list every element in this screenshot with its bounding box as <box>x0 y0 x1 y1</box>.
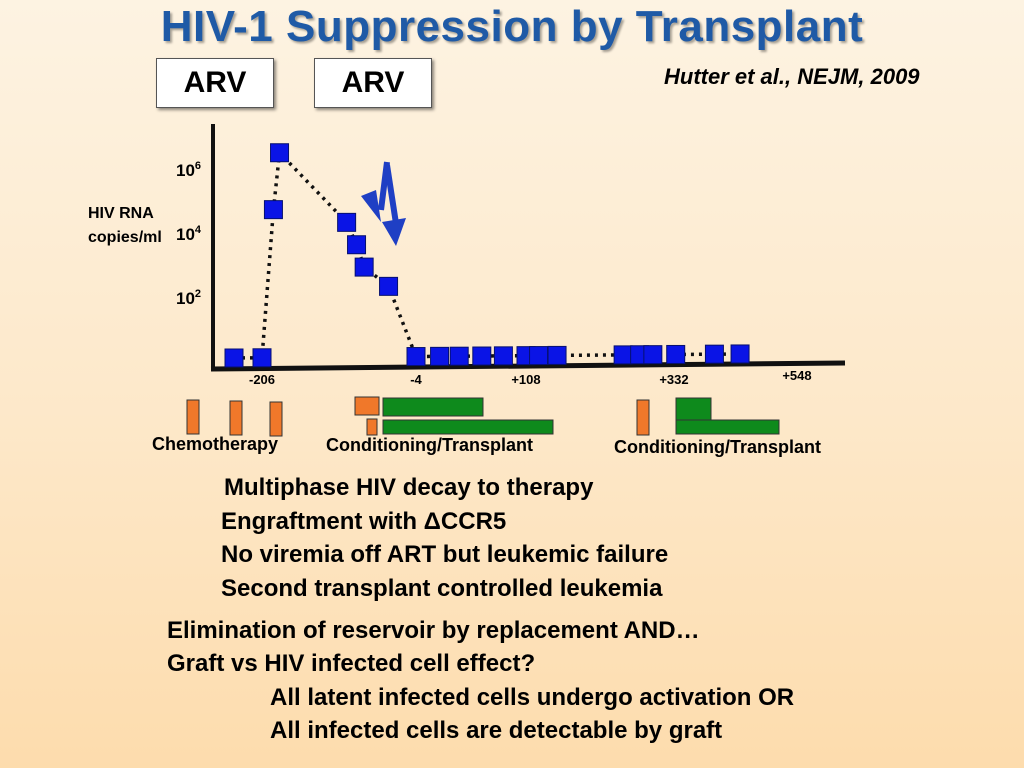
data-point <box>270 143 290 163</box>
chemo-block <box>229 400 243 436</box>
chemo-block <box>186 399 200 435</box>
data-point <box>354 257 374 277</box>
slide-title: HIV-1 Suppression by Transplant <box>160 2 864 51</box>
data-point <box>263 200 283 220</box>
transplant-block <box>675 419 780 435</box>
y-tick-label-4: 104 <box>176 224 202 244</box>
x-tick-label-p548: +548 <box>782 368 811 383</box>
chemo-block <box>354 396 380 416</box>
data-point <box>493 346 513 366</box>
note-6: Graft vs HIV infected cell effect? <box>167 650 536 677</box>
note-5: Elimination of reservoir by replacement … <box>167 617 700 644</box>
arrow-up-head <box>361 190 381 222</box>
data-point <box>529 346 549 366</box>
data-point <box>730 344 750 364</box>
x-tick-label-p108: +108 <box>511 372 540 387</box>
arrow-down-shaft <box>384 164 400 231</box>
data-point <box>430 346 450 366</box>
transplant-block <box>382 419 554 435</box>
x-tick-label-p332: +332 <box>659 372 688 387</box>
arv-box-1: ARV <box>156 58 274 108</box>
data-point <box>643 345 663 365</box>
data-point <box>347 235 367 255</box>
chemotherapy-label: Chemotherapy <box>152 434 278 454</box>
note-8: All infected cells are detectable by gra… <box>270 717 723 744</box>
y-tick-label-2: 102 <box>176 288 201 308</box>
arv-box-2: ARV <box>314 58 432 108</box>
transplant-block <box>675 397 712 421</box>
data-point <box>224 348 244 368</box>
chemo-block <box>366 418 378 436</box>
data-point <box>472 346 492 366</box>
conditioning-label-2: Conditioning/Transplant <box>614 437 821 457</box>
chemo-block <box>269 401 283 437</box>
note-7: All latent infected cells undergo activa… <box>270 684 795 711</box>
chemo-block <box>636 399 650 436</box>
data-point <box>379 276 399 296</box>
data-point <box>666 344 686 364</box>
x-tick-label-m4: -4 <box>410 372 422 387</box>
data-point <box>704 344 724 364</box>
data-point <box>337 212 357 232</box>
data-point <box>547 345 567 365</box>
note-2: Engraftment with ΔCCR5 <box>221 508 507 535</box>
note-3: No viremia off ART but leukemic failure <box>221 541 669 568</box>
arrow-down-head <box>382 218 406 246</box>
note-1: Multiphase HIV decay to therapy <box>224 474 594 501</box>
series-line <box>233 148 741 360</box>
arv-label-1: ARV <box>183 66 247 99</box>
y-tick-label-6: 106 <box>176 160 201 180</box>
x-axis <box>210 360 846 372</box>
data-point <box>252 348 272 368</box>
data-point <box>613 345 633 365</box>
data-point <box>406 347 426 367</box>
data-point <box>449 346 469 366</box>
conditioning-label-1: Conditioning/Transplant <box>326 435 533 455</box>
transplant-block <box>382 397 484 417</box>
arv-label-2: ARV <box>341 66 405 99</box>
note-4: Second transplant controlled leukemia <box>221 575 663 602</box>
citation: Hutter et al., NEJM, 2009 <box>664 64 920 89</box>
x-tick-label-m206: -206 <box>249 372 275 387</box>
